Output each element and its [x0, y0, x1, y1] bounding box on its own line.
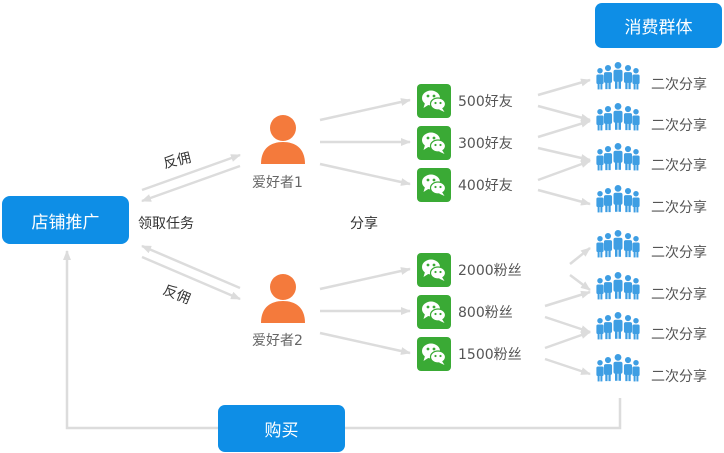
wechat-icon — [417, 168, 451, 202]
commission-arrow-2 — [141, 255, 241, 301]
crowd-icon — [594, 230, 642, 274]
task-arrow-1 — [141, 164, 241, 203]
share-arrow-6 — [319, 331, 411, 355]
secondary-share-label: 二次分享 — [651, 77, 707, 93]
purchase-box: 购买 — [218, 405, 345, 452]
wechat-icon — [417, 337, 451, 371]
crowd-icon — [594, 143, 642, 187]
crowd-icon — [594, 62, 642, 106]
channel-count: 800粉丝 — [458, 305, 513, 321]
crowd-icon — [594, 354, 642, 398]
person-icon — [261, 274, 305, 323]
store-promo-label: 店铺推广 — [31, 212, 100, 233]
task-arrow-2 — [141, 244, 241, 290]
crowd-icon — [594, 312, 642, 356]
commission-arrow-1 — [141, 153, 241, 192]
store-promo-box: 店铺推广 — [2, 196, 129, 244]
channel-count: 2000粉丝 — [458, 263, 522, 279]
channel-count: 400好友 — [458, 178, 513, 194]
secondary-share-label: 二次分享 — [651, 118, 707, 134]
crowd-icon — [594, 103, 642, 147]
enthusiast-1-label: 爱好者1 — [252, 175, 303, 191]
secondary-share-label: 二次分享 — [651, 327, 707, 343]
receive-task-label: 领取任务 — [138, 216, 194, 232]
purchase-label: 购买 — [264, 421, 299, 441]
share-arrow-1 — [319, 98, 411, 122]
crowd-icon — [594, 272, 642, 316]
channel-count: 500好友 — [458, 94, 513, 110]
crowd-icon — [594, 185, 642, 229]
enthusiast-2-label: 爱好者2 — [252, 333, 303, 349]
wechat-icon — [417, 253, 451, 287]
secondary-share-label: 二次分享 — [651, 200, 707, 216]
wechat-icon — [417, 84, 451, 118]
secondary-share-label: 二次分享 — [651, 287, 707, 303]
wechat-icon — [417, 126, 451, 160]
channel-count: 1500粉丝 — [458, 347, 522, 363]
consumer-group-box: 消费群体 — [595, 3, 722, 48]
channel-count: 300好友 — [458, 136, 513, 152]
wechat-icon — [417, 295, 451, 329]
share-arrow-4 — [319, 267, 411, 291]
secondary-share-label: 二次分享 — [651, 369, 707, 385]
secondary-share-label: 二次分享 — [651, 245, 707, 261]
consumer-group-label: 消费群体 — [624, 18, 693, 38]
share-label: 分享 — [350, 216, 378, 232]
secondary-share-label: 二次分享 — [651, 158, 707, 174]
share-arrow-3 — [319, 162, 411, 186]
person-icon — [261, 115, 305, 164]
